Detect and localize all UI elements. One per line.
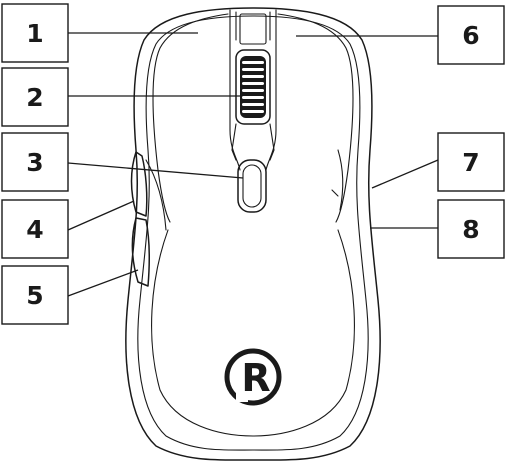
leader-3 <box>67 162 244 179</box>
callout-2: 2 <box>1 67 69 127</box>
callout-6: 6 <box>437 5 505 65</box>
callout-number: 5 <box>26 281 43 310</box>
callout-7: 7 <box>437 132 505 192</box>
mouse-body <box>125 7 381 461</box>
callout-number: 6 <box>462 21 479 50</box>
leader-4 <box>67 200 135 231</box>
logo-emblem: R <box>224 348 282 406</box>
callout-4: 4 <box>1 199 69 259</box>
leader-5 <box>67 269 139 297</box>
callout-number: 8 <box>462 215 479 244</box>
logo-letter: R <box>241 356 270 400</box>
callout-number: 1 <box>26 19 43 48</box>
leader-lines <box>67 32 439 297</box>
callout-number: 4 <box>26 215 43 244</box>
callout-number: 7 <box>462 148 479 177</box>
callout-number: 3 <box>26 148 43 177</box>
callout-8: 8 <box>437 199 505 259</box>
callout-5: 5 <box>1 265 69 325</box>
callout-3: 3 <box>1 132 69 192</box>
callout-number: 2 <box>26 83 43 112</box>
callout-1: 1 <box>1 3 69 63</box>
leader-7 <box>371 159 439 189</box>
